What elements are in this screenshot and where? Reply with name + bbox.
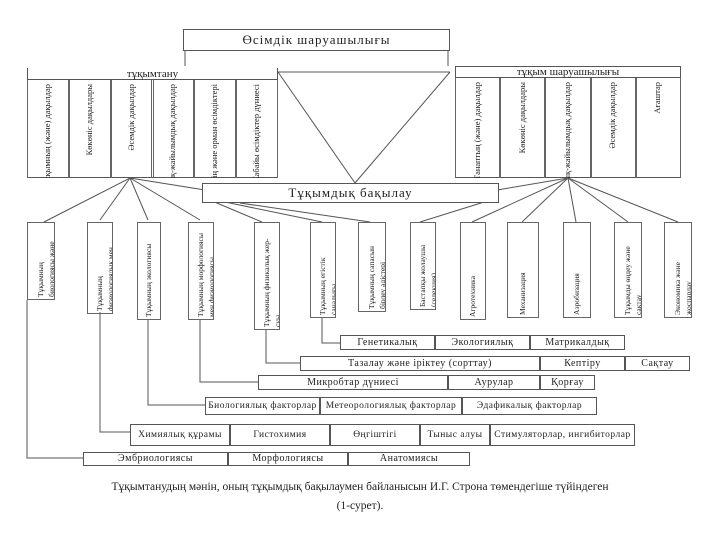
right-group-header: тұқым шаруашылығы [455, 66, 681, 78]
lower-column-label: Тұқымды өңдеу және сақтау [623, 246, 642, 315]
left-group-column-label: Тұқымның (және) дақылдар [41, 84, 52, 178]
left-group-header: тұқымтану [27, 68, 278, 80]
lower-column-label: Механизация [518, 272, 527, 315]
title-box: Өсімдік шаруашылығы [183, 29, 450, 51]
row-cell: Өңгіштігі [330, 424, 420, 446]
left-group-column: Әсемдік дақылдар [110, 80, 153, 178]
row-cell: Генетикалық [340, 335, 435, 350]
lower-column: Тұқымның физиологиялық мен биохимиясы [87, 222, 113, 314]
right-group-column-label: Әсемдік дақылдар [607, 82, 618, 149]
row-cell: Аурулар [448, 375, 540, 390]
row-cell: Биологиялық факторлар [205, 397, 320, 415]
right-group-column: Танаптың (және) дақылдар [455, 78, 501, 178]
left-group-column: Жемістің және орман өсімдіктері [194, 80, 237, 178]
right-group-column: Көкөніс дақылдары [500, 78, 546, 178]
row-cell: Тыныс алуы [420, 424, 490, 446]
row-cell: Химиялық құрамы [130, 424, 230, 446]
lower-column: Тұқымның экологиясы [137, 222, 161, 320]
lower-column-label: Тұқымның физиологиялық мен биохимиясы [95, 247, 113, 311]
left-group-column-label: Жабайы өсімдіктер дүниесі [251, 84, 262, 178]
lower-column-label: Тұқымның биологиясы және олардың физикал… [36, 241, 55, 297]
row-cell: Тазалау және іріктеу (сорттау) [300, 356, 540, 371]
lower-column: Аэробизация [563, 222, 591, 318]
lower-column-label: Тұқымның экологиясы [144, 243, 153, 317]
lower-column: Агротехника [460, 222, 486, 320]
row-cell: Эдафикалық факторлар [462, 397, 597, 415]
left-group-column: Тұқымның (және) дақылдар [27, 80, 69, 178]
right-group-column-label: Шалғындық-жайылымдық дақылдар [561, 82, 572, 178]
row-cell: Қорғау [540, 375, 595, 390]
row-cell: Анатомиясы [348, 452, 470, 466]
left-group-column-label: Жемістің және орман өсімдіктері [209, 84, 220, 178]
lower-column-label: Тұқымның физикалық жер-суы [262, 238, 280, 327]
row-cell: Матрикалдық [530, 335, 625, 350]
lower-column-label: Тұқымның сапасын бірлеу әдістері [367, 245, 386, 309]
right-group-column-label: Ағаштар [652, 82, 663, 114]
left-group-column-label: Әсемдік дақылдар [125, 84, 136, 151]
lower-column-label: Бастапқы жолаушы (селекция) [418, 244, 436, 307]
left-group-column: Көкөніс дақылдары [68, 80, 111, 178]
row-cell: Метеорологиялық факторлар [320, 397, 462, 415]
right-group-column: Ағаштар [635, 78, 681, 178]
lower-column: Тұқымның егістік саналығы [310, 222, 336, 318]
row-cell: Морфологиясы [228, 452, 348, 466]
caption-line-1: Тұқымтанудың мәнін, оның тұқымдық бақыла… [111, 481, 609, 493]
left-group-label: тұқымтану [126, 67, 179, 80]
lower-column-label: Аэробизация [572, 273, 581, 315]
left-group-column: Шалғындық-жайылымдық дақылдар [152, 80, 195, 178]
left-group-column-label: Көкөніс дақылдары [83, 84, 94, 156]
row-cell: Экологиялық [435, 335, 530, 350]
center-box: Тұқымдық бақылау [202, 183, 499, 203]
row-cell: Сақтау [625, 356, 690, 371]
right-group-column: Әсемдік дақылдар [590, 78, 636, 178]
row-cell: Кептіру [540, 356, 625, 371]
row-cell: Стимуляторлар, ингибиторлар [490, 424, 635, 446]
center-text: Тұқымдық бақылау [288, 185, 413, 200]
row-cell: Микробтар дүниесі [258, 375, 448, 390]
left-group-column: Жабайы өсімдіктер дүниесі [236, 80, 278, 178]
lower-column-label: Тұқымның морфологиясы мен физиологиясы [196, 233, 214, 317]
lower-column-label: Агротехника [468, 275, 477, 317]
right-group-column-label: Танаптың (және) дақылдар [471, 82, 482, 178]
left-group-column-label: Шалғындық-жайылымдық дақылдар [167, 84, 178, 178]
caption-line-2: (1-сурет). [336, 500, 384, 512]
row-cell: Эмбриологиясы [83, 452, 228, 466]
lower-column: Тұқымды өңдеу және сақтау [614, 222, 642, 318]
lower-column-label: Тұқымның егістік саналығы [318, 257, 336, 315]
lower-column: Тұқымның морфологиясы мен физиологиясы [188, 222, 214, 320]
lower-column-label: Экономика және жоспарлау [673, 262, 692, 315]
lower-column: Тұқымның физикалық жер-суы [254, 222, 280, 330]
right-group-label: тұқым шаруашылығы [516, 66, 620, 78]
lower-column: Тұқымның биологиясы және олардың физикал… [27, 222, 55, 300]
right-group: тұқым шаруашылығы [455, 66, 681, 178]
lower-column: Механизация [507, 222, 539, 318]
title-text: Өсімдік шаруашылығы [242, 32, 391, 47]
right-group-column: Шалғындық-жайылымдық дақылдар [545, 78, 591, 178]
row-cell: Гистохимия [230, 424, 330, 446]
lower-column: Экономика және жоспарлау [664, 222, 692, 318]
right-group-column-label: Көкөніс дақылдары [516, 82, 527, 154]
lower-column: Тұқымның сапасын бірлеу әдістері [358, 222, 386, 312]
lower-column: Бастапқы жолаушы (селекция) [410, 222, 436, 310]
